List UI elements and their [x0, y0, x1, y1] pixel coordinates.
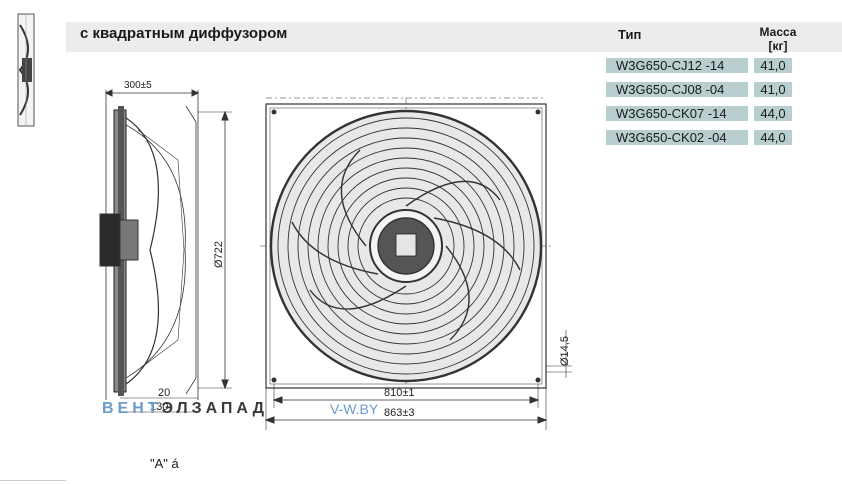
type-cell: W3G650-CK07 -14 — [606, 106, 748, 121]
divider — [0, 480, 66, 481]
mass-cell: 41,0 — [754, 82, 792, 97]
dim-small-a: 20 — [158, 387, 170, 399]
dim-depth: 300±5 — [124, 80, 152, 91]
type-cell: W3G650-CK02 -04 — [606, 130, 748, 145]
mass-cell: 44,0 — [754, 106, 792, 121]
dim-diameter: Ø722 — [213, 241, 225, 268]
mass-unit: [кг] — [768, 39, 788, 53]
type-cell: W3G650-CJ08 -04 — [606, 82, 748, 97]
mass-label: Масса — [759, 25, 797, 39]
front-view — [260, 97, 572, 430]
dim-width-outer: 863±3 — [384, 407, 415, 419]
watermark-brand-part1: ВЕНТ — [102, 400, 162, 417]
dim-hole: Ø14,5 — [559, 336, 571, 366]
mass-cell: 41,0 — [754, 58, 792, 73]
dim-small-b: 130 — [150, 401, 168, 413]
header-bar — [66, 22, 842, 52]
fan-thumbnail-drawing — [17, 13, 35, 127]
section-title: с квадратным диффузором — [80, 25, 288, 42]
watermark-site: V-W.BY — [330, 401, 379, 417]
mass-cell: 44,0 — [754, 130, 792, 145]
column-header-type: Тип — [618, 27, 642, 42]
view-caption: "A" á — [150, 456, 179, 471]
dim-width-inner: 810±1 — [384, 387, 415, 399]
side-view — [99, 89, 232, 413]
watermark-brand-part2: ЭЛЗАПАД — [161, 400, 268, 417]
type-cell: W3G650-CJ12 -14 — [606, 58, 748, 73]
watermark-brand: ВЕНТЭЛЗАПАД — [102, 400, 268, 418]
column-header-mass: Масса [кг] — [752, 25, 804, 53]
